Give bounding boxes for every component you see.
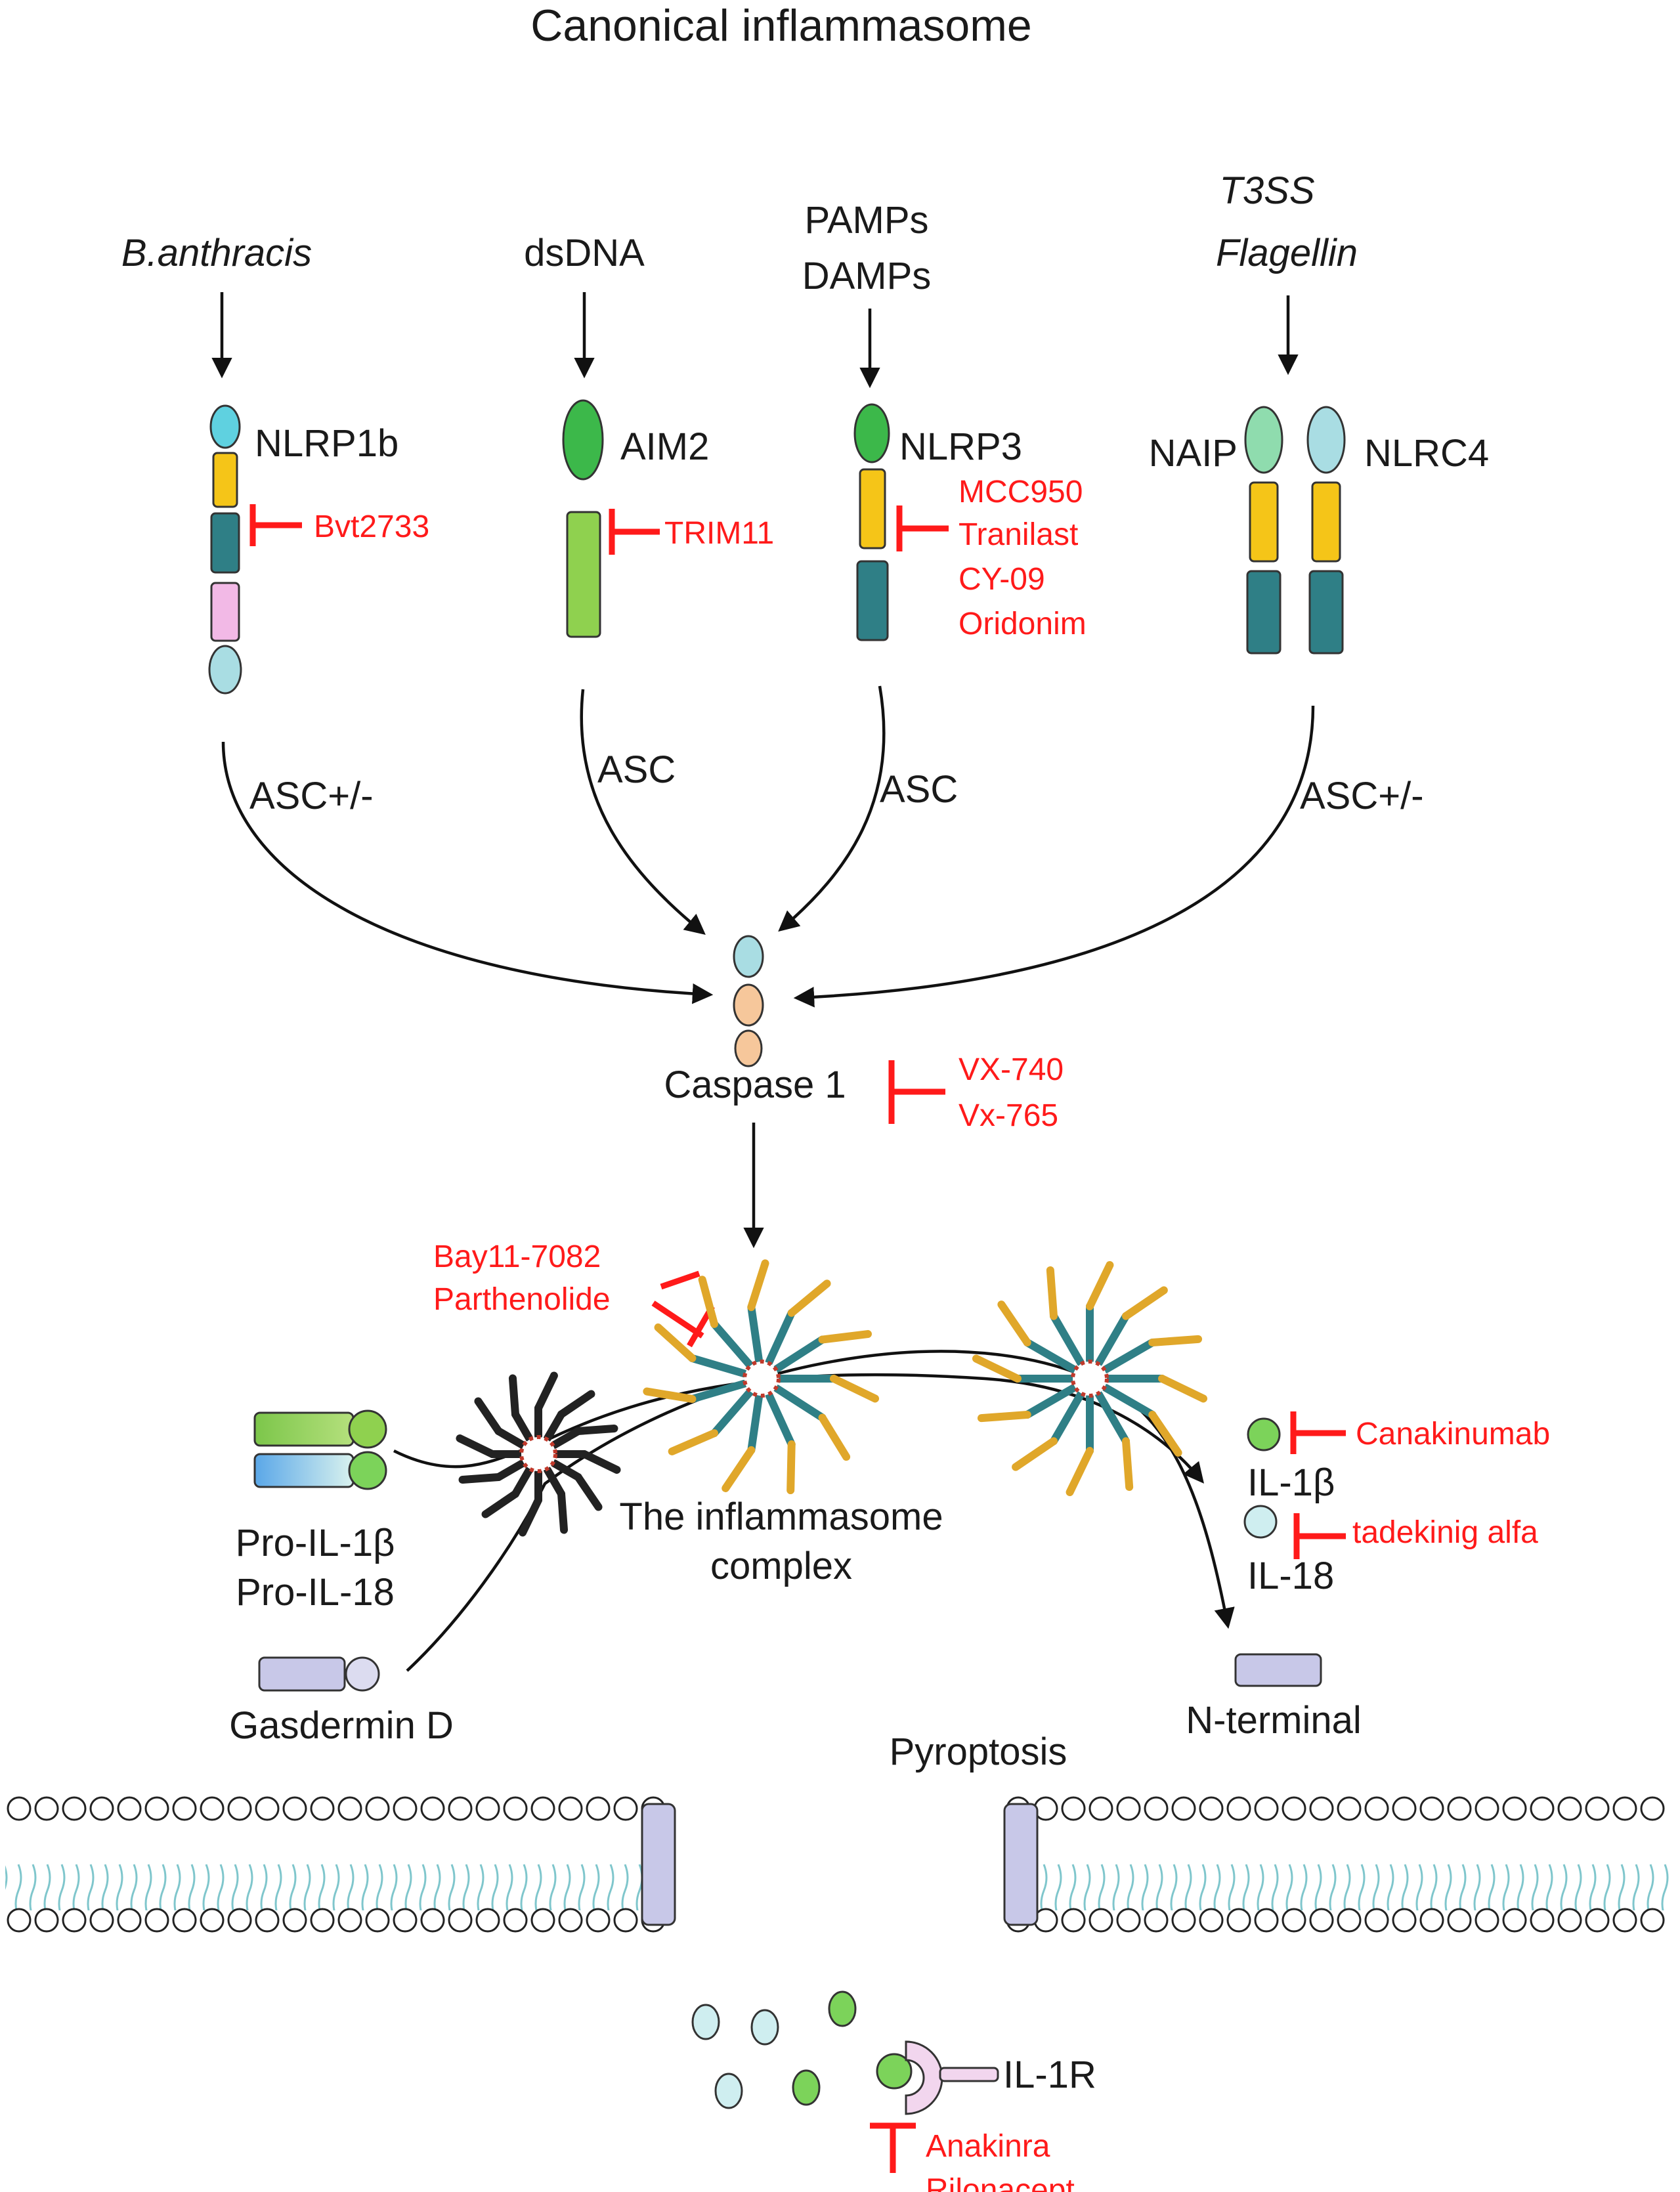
arrow-nlrp1b-to-caspase — [221, 741, 714, 1004]
stimulus-aim2: dsDNA — [524, 232, 645, 274]
label-nlrc4: NLRC4 — [1364, 432, 1489, 475]
inhibitor-bvt2733: Bvt2733 — [314, 509, 429, 544]
stimulus-flagellin: Flagellin — [1216, 232, 1358, 274]
pathway-line-gasdermin — [406, 1350, 1235, 1672]
inhibitor-bay11-7082: Bay11-7082 — [433, 1239, 601, 1274]
inhibitor-bar-aim2 — [609, 509, 660, 555]
inhibitor-bar-il1r — [870, 2122, 916, 2173]
label-nlrp1b: NLRP1b — [255, 422, 398, 465]
naip-protein — [1244, 406, 1283, 655]
arrow-nlrp3-to-caspase — [778, 685, 886, 932]
label-n-terminal: N-terminal — [1186, 1699, 1362, 1742]
inhibitor-cy09: CY-09 — [958, 562, 1045, 597]
inhibitor-mcc950: MCC950 — [958, 475, 1083, 509]
adaptor-nlrp1b: ASC+/- — [249, 775, 374, 817]
label-pro-il1b: Pro-IL-1β — [236, 1522, 395, 1564]
label-complex-line1: The inflammasome — [619, 1495, 943, 1538]
stimulus-pamps: PAMPs — [804, 199, 928, 242]
adaptor-aim2: ASC — [597, 748, 676, 791]
il1b-protein — [1247, 1417, 1281, 1451]
label-gasdermin-d: Gasdermin D — [229, 1704, 454, 1747]
stimulus-t3ss: T3SS — [1219, 169, 1314, 212]
label-pro-il18: Pro-IL-18 — [236, 1571, 395, 1614]
n-terminal-fragment — [1234, 1653, 1322, 1687]
inhibitor-bar-il1b — [1290, 1411, 1346, 1454]
inhibitor-bar-nlrp3 — [896, 505, 949, 551]
inhibitor-canakinumab: Canakinumab — [1356, 1417, 1550, 1451]
diagram-title: Canonical inflammasome — [530, 1, 1031, 51]
il18-protein — [1243, 1505, 1278, 1539]
label-il1b: IL-1β — [1247, 1461, 1335, 1504]
inhibitor-tadekinig: tadekinig alfa — [1352, 1515, 1538, 1550]
label-caspase1: Caspase 1 — [664, 1064, 846, 1106]
complex-star-1 — [643, 1259, 880, 1495]
released-cytokines — [691, 1990, 857, 2109]
label-il1r: IL-1R — [1003, 2053, 1096, 2096]
inhibitor-parthenolide: Parthenolide — [433, 1282, 611, 1317]
caspase1-protein — [733, 935, 764, 1067]
inhibitor-bar-il18 — [1293, 1513, 1346, 1559]
stimulus-damps: DAMPs — [802, 255, 932, 297]
inhibitor-vx740: VX-740 — [958, 1052, 1064, 1087]
label-il18: IL-18 — [1247, 1555, 1334, 1597]
pro-il1b-protein — [253, 1409, 387, 1449]
nlrc4-protein — [1306, 406, 1346, 655]
label-pyroptosis: Pyroptosis — [890, 1730, 1067, 1773]
adaptor-nlrp3: ASC — [880, 768, 958, 811]
inflammasome-complexes — [456, 1259, 1208, 1537]
inhibitor-oridonim: Oridonim — [958, 607, 1087, 641]
label-naip: NAIP — [1149, 432, 1238, 475]
stimulus-nlrp1b: B.anthracis — [121, 232, 312, 274]
nlrp1b-protein — [208, 404, 242, 695]
adaptor-nlrc4: ASC+/- — [1300, 775, 1424, 817]
membrane-left — [5, 1796, 676, 1933]
membrane-right — [1003, 1796, 1674, 1933]
inhibitor-vx765: Vx-765 — [958, 1098, 1058, 1133]
inhibitor-rilonacept: Rilonacept — [926, 2173, 1075, 2192]
inhibitor-bar-caspase1 — [888, 1060, 945, 1124]
inhibitor-trim11: TRIM11 — [664, 516, 774, 551]
pro-il18-protein — [253, 1451, 387, 1490]
inhibitor-bar-nlrp1b — [249, 504, 302, 546]
gasdermin-d-protein — [258, 1656, 380, 1692]
arrow-nlrc4-to-caspase — [793, 705, 1315, 1008]
label-aim2: AIM2 — [620, 425, 709, 468]
inhibitor-tranilast: Tranilast — [958, 517, 1078, 552]
label-complex-line2: complex — [710, 1545, 852, 1587]
il1r-receptor — [876, 2040, 999, 2115]
nlrp3-protein — [853, 403, 890, 641]
aim2-protein — [562, 399, 604, 638]
label-nlrp3: NLRP3 — [899, 425, 1022, 468]
inhibitor-anakinra: Anakinra — [926, 2129, 1050, 2164]
arrow-aim2-to-caspase — [580, 689, 706, 935]
complex-star-2 — [972, 1260, 1208, 1497]
complex-gasdermin-star — [456, 1371, 621, 1537]
